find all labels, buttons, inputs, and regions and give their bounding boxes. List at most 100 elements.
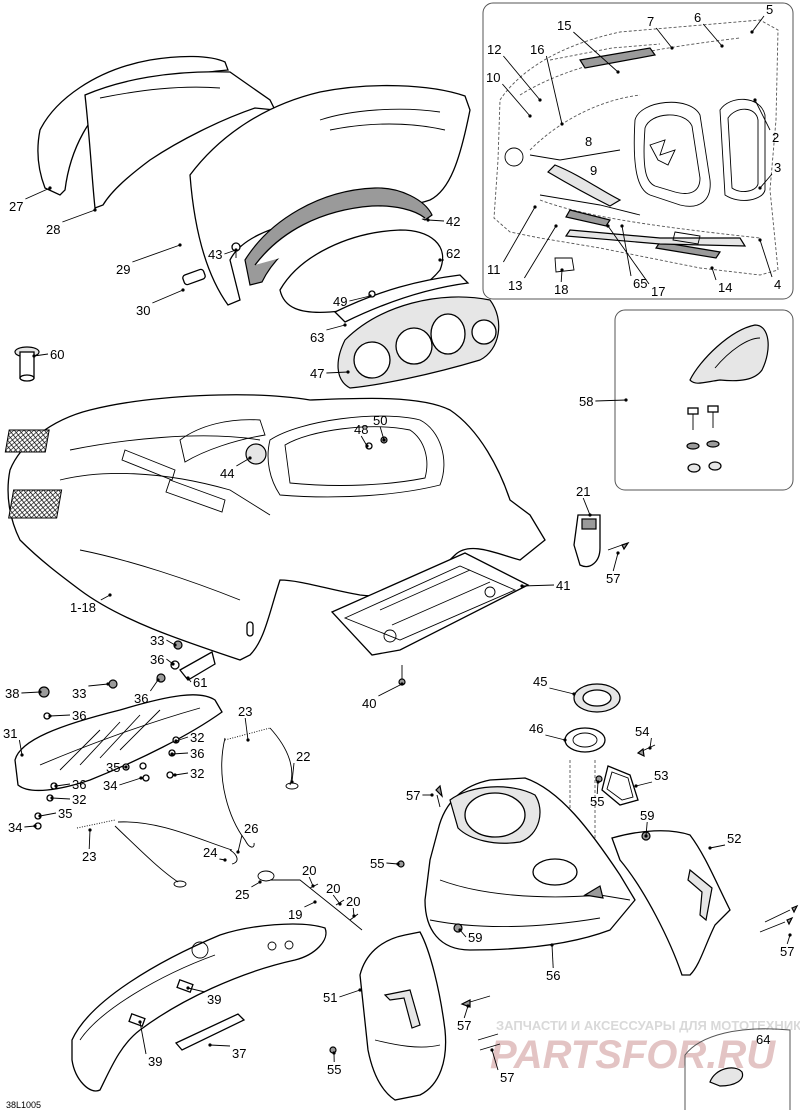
callout-7-leader (655, 27, 673, 49)
callout-5-dot (750, 30, 754, 34)
tray-41 (330, 552, 530, 656)
callout-13-dot (554, 224, 558, 228)
side-panel-51 (359, 931, 447, 1101)
callout-43-dot (234, 248, 238, 252)
clip-30 (182, 268, 206, 286)
callout-11-label: 11 (487, 262, 501, 277)
callout-16-label: 16 (530, 42, 544, 57)
callout-33-label: 33 (72, 686, 86, 701)
callout-42-dot (426, 218, 430, 222)
callout-50-label: 50 (373, 413, 387, 428)
callout-35-leader (39, 812, 57, 817)
callout-39-leader (139, 1021, 147, 1055)
callout-54-leader (649, 737, 652, 749)
callout-58-leader (595, 399, 627, 402)
callout-33-dot (173, 643, 177, 647)
callout-32-label: 32 (190, 766, 204, 781)
callout-59-dot (644, 834, 648, 838)
hardware-inset (614, 309, 794, 491)
callout-57-dot (788, 933, 792, 937)
callout-32-dot (174, 739, 178, 743)
callout-23-leader (244, 717, 249, 741)
callout-16-leader (545, 55, 563, 125)
strap-37 (174, 1013, 246, 1051)
callout-37-dot (208, 1043, 212, 1047)
callout-41-label: 41 (556, 578, 570, 593)
callout-62-dot (438, 258, 442, 262)
callout-39-leader (187, 987, 206, 993)
callout-34-dot (139, 776, 143, 780)
callout-55-dot (396, 862, 400, 866)
callout-35-label: 35 (58, 806, 72, 821)
decal-windshield-opening (633, 101, 711, 207)
callout-49-dot (368, 294, 372, 298)
callout-23-dot (88, 828, 92, 832)
callout-36-label: 36 (134, 691, 148, 706)
bracket-61 (179, 651, 216, 681)
callout-52-dot (708, 846, 712, 850)
callout-34-leader (119, 777, 142, 786)
callout-3-dot (758, 186, 762, 190)
callout-13-leader (524, 225, 557, 279)
callout-40-dot (400, 682, 404, 686)
callout-52-leader (709, 844, 726, 849)
callout-36-leader (171, 752, 189, 755)
callout-43-label: 43 (208, 247, 222, 262)
callout-15-leader (573, 31, 619, 73)
callout-33-label: 33 (150, 633, 164, 648)
callout-47-leader (326, 371, 349, 374)
callout-26-label: 26 (244, 821, 258, 836)
callout-32-label: 32 (72, 792, 86, 807)
callout-62-label: 62 (446, 246, 460, 261)
callout-20-dot (352, 914, 356, 918)
callout-57-label: 57 (500, 1070, 514, 1085)
callout-59-leader (645, 821, 648, 837)
callout-32-dot (173, 773, 177, 777)
callout-59-dot (458, 928, 462, 932)
callout-5-label: 5 (766, 2, 773, 17)
callout-57-dot (490, 1048, 494, 1052)
callout-54-label: 54 (635, 724, 649, 739)
decal-round-emblem (504, 147, 524, 167)
callout-45-leader (549, 687, 575, 695)
callout-18-label: 18 (554, 282, 568, 297)
callout-48-leader (360, 435, 368, 447)
callout-19-leader (304, 901, 316, 908)
callout-21-leader (582, 497, 591, 516)
screws-58 (686, 405, 722, 473)
watermark-line1: ЗАПЧАСТИ И АКСЕССУАРЫ ДЛЯ МОТОТЕХНИКИ (496, 1018, 800, 1033)
callout-55-dot (596, 780, 600, 784)
callout-2-leader (754, 99, 771, 131)
callout-39-label: 39 (207, 992, 221, 1007)
callout-35-dot (38, 814, 42, 818)
callout-58-label: 58 (579, 394, 593, 409)
callout-12-leader (503, 55, 541, 101)
callout-55-label: 55 (370, 856, 384, 871)
callout-33-leader (88, 683, 109, 687)
callout-49-label: 49 (333, 294, 347, 309)
callout-26-dot (236, 850, 240, 854)
callout-57-leader (463, 1005, 469, 1019)
callout-36-leader (150, 679, 159, 692)
callout-5-leader (751, 15, 765, 33)
clip-25 (257, 870, 275, 882)
panel-28 (84, 71, 277, 209)
callout-48-dot (365, 444, 369, 448)
callout-44-dot (248, 456, 252, 460)
callout-23-label: 23 (82, 849, 96, 864)
callout-36-dot (156, 678, 160, 682)
callout-3-label: 3 (774, 160, 781, 175)
callout-20-dot (338, 902, 342, 906)
side-panel-52 (611, 830, 731, 976)
callout-20-label: 20 (302, 863, 316, 878)
callout-24-label: 24 (203, 845, 217, 860)
callout-36-label: 36 (150, 652, 164, 667)
inset-64 (684, 1028, 791, 1110)
callout-39-dot (138, 1020, 142, 1024)
callout-36-dot (170, 752, 174, 756)
callout-21-label: 21 (576, 484, 590, 499)
callout-65-label: 65 (633, 276, 647, 291)
callout-36-leader (55, 783, 71, 787)
callout-55-leader (596, 781, 599, 795)
callout-34-label: 34 (8, 820, 22, 835)
